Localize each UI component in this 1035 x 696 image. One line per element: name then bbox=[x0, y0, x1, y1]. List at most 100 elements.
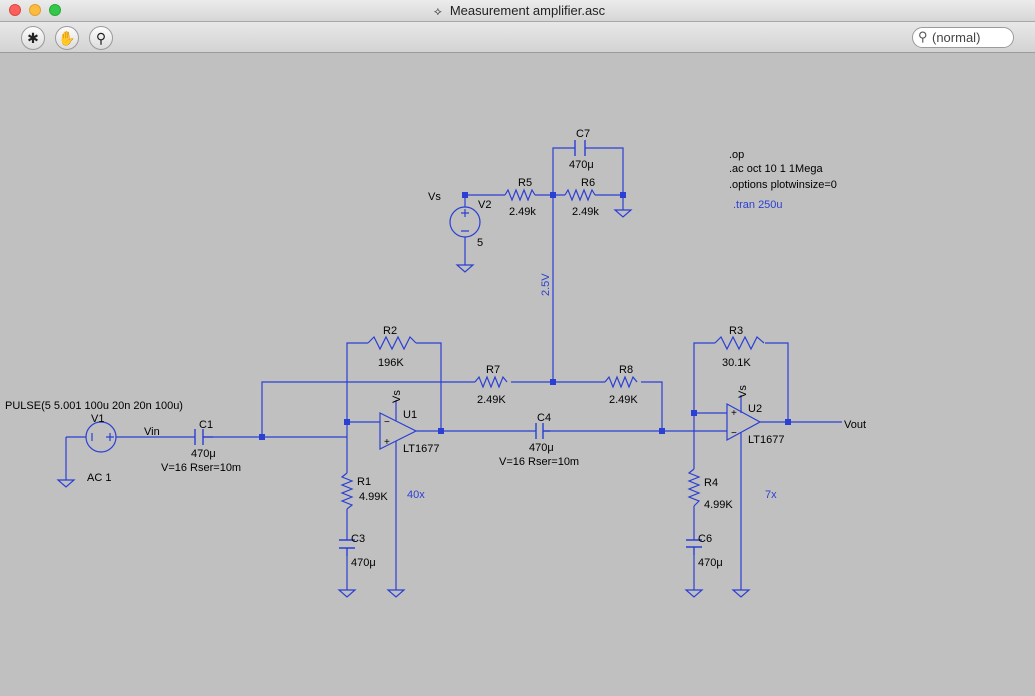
v1-value: AC 1 bbox=[87, 472, 111, 484]
v2-name: V2 bbox=[478, 199, 491, 211]
u1-part: LT1677 bbox=[403, 443, 440, 455]
u2-name: U2 bbox=[748, 403, 762, 415]
v1-source-spec: PULSE(5 5.001 100u 20n 20n 100u) bbox=[5, 400, 183, 412]
r4-name: R4 bbox=[704, 477, 718, 489]
r3-value: 30.1K bbox=[722, 357, 751, 369]
r3-symbol bbox=[714, 335, 765, 351]
r5-value: 2.49k bbox=[509, 206, 536, 218]
minimize-window-button[interactable] bbox=[29, 4, 41, 16]
directive-op: .op bbox=[729, 149, 744, 161]
junction bbox=[550, 192, 556, 198]
c3-symbol bbox=[339, 539, 355, 556]
c6-value: 470μ bbox=[698, 557, 723, 569]
capacitor-symbols bbox=[194, 140, 702, 556]
junction bbox=[620, 192, 626, 198]
title-bar: ⟡Measurement amplifier.asc bbox=[0, 0, 1035, 22]
r1-name: R1 bbox=[357, 476, 371, 488]
search-placeholder: (normal) bbox=[932, 30, 981, 45]
search-field[interactable]: ⚲ (normal) bbox=[912, 27, 1014, 48]
v2-symbol bbox=[449, 206, 481, 238]
running-man-icon: ✱ bbox=[27, 30, 39, 46]
net-vin-label: Vin bbox=[144, 426, 160, 438]
schematic-canvas[interactable]: − + + − .op .ac oct 10 1 1Mega .options … bbox=[0, 53, 1035, 691]
r2-name: R2 bbox=[383, 325, 397, 337]
window-title: Measurement amplifier.asc bbox=[449, 3, 606, 18]
r7-value: 2.49K bbox=[477, 394, 506, 406]
junction bbox=[344, 419, 350, 425]
junction bbox=[785, 419, 791, 425]
probe-icon: ⚲ bbox=[95, 30, 107, 46]
toolbar: ✱ ✋ ⚲ ⚲ (normal) bbox=[0, 22, 1035, 53]
c6-name: C6 bbox=[698, 533, 712, 545]
window-title-area: ⟡Measurement amplifier.asc bbox=[0, 3, 1035, 19]
junction bbox=[462, 192, 468, 198]
r6-value: 2.49k bbox=[572, 206, 599, 218]
wires bbox=[65, 147, 842, 590]
ground-icon bbox=[386, 589, 406, 598]
ground-symbols bbox=[56, 209, 751, 598]
c3-value: 470μ bbox=[351, 557, 376, 569]
ground-icon bbox=[337, 589, 357, 598]
stage1-gain-label: 40x bbox=[407, 489, 425, 501]
c4-value: 470μ bbox=[529, 442, 554, 454]
v2-value: 5 bbox=[477, 237, 483, 249]
r1-symbol bbox=[340, 472, 354, 510]
schematic-drawing: − + + − .op .ac oct 10 1 1Mega .options … bbox=[5, 128, 866, 598]
u1-name: U1 bbox=[403, 409, 417, 421]
junction bbox=[691, 410, 697, 416]
v1-name: V1 bbox=[91, 413, 104, 425]
r5-symbol bbox=[504, 188, 536, 202]
net-vs-label: Vs bbox=[428, 191, 441, 203]
ground-icon bbox=[684, 589, 704, 598]
hand-icon: ✋ bbox=[58, 30, 76, 46]
r1-value: 4.99K bbox=[359, 491, 388, 503]
r6-symbol bbox=[564, 188, 596, 202]
r6-name: R6 bbox=[581, 177, 595, 189]
probe-button[interactable]: ⚲ bbox=[89, 26, 113, 50]
junction bbox=[259, 434, 265, 440]
u2-supply: Vs bbox=[737, 385, 749, 398]
close-window-button[interactable] bbox=[9, 4, 21, 16]
r2-value: 196K bbox=[378, 357, 404, 369]
junction-dots bbox=[259, 192, 791, 440]
pan-button[interactable]: ✋ bbox=[55, 26, 79, 50]
junction bbox=[438, 428, 444, 434]
c4-name: C4 bbox=[537, 412, 551, 424]
c7-value: 470μ bbox=[569, 159, 594, 171]
c1-name: C1 bbox=[199, 419, 213, 431]
c1-value: 470μ bbox=[191, 448, 216, 460]
r8-name: R8 bbox=[619, 364, 633, 376]
r4-value: 4.99K bbox=[704, 499, 733, 511]
r8-symbol bbox=[604, 375, 638, 389]
c1-symbol bbox=[194, 429, 213, 445]
run-button[interactable]: ✱ bbox=[21, 26, 45, 50]
net-mid-label: 2.5V bbox=[540, 273, 552, 296]
r4-symbol bbox=[687, 468, 701, 507]
component-labels: .op .ac oct 10 1 1Mega .options plotwins… bbox=[5, 128, 866, 569]
r7-name: R7 bbox=[486, 364, 500, 376]
zoom-window-button[interactable] bbox=[49, 4, 61, 16]
resistor-symbols bbox=[340, 188, 765, 510]
directive-ac: .ac oct 10 1 1Mega bbox=[729, 163, 823, 175]
u2-plus-mark: + bbox=[731, 408, 737, 419]
u2-minus-mark: − bbox=[731, 428, 737, 439]
directive-tran: .tran 250u bbox=[733, 199, 783, 211]
c4-symbol bbox=[535, 423, 550, 439]
u1-minus-mark: − bbox=[384, 417, 390, 428]
directive-options: .options plotwinsize=0 bbox=[729, 179, 837, 191]
ground-icon bbox=[56, 479, 76, 488]
c6-symbol bbox=[686, 539, 702, 555]
u2-part: LT1677 bbox=[748, 434, 785, 446]
u1-plus-mark: + bbox=[384, 437, 390, 448]
c7-symbol bbox=[574, 140, 586, 156]
ground-icon bbox=[731, 589, 751, 598]
junction bbox=[659, 428, 665, 434]
r2-symbol bbox=[367, 335, 417, 351]
r3-name: R3 bbox=[729, 325, 743, 337]
source-symbols bbox=[66, 206, 481, 453]
net-vout-label: Vout bbox=[844, 419, 866, 431]
c3-name: C3 bbox=[351, 533, 365, 545]
r8-value: 2.49K bbox=[609, 394, 638, 406]
junction bbox=[550, 379, 556, 385]
stage2-gain-label: 7x bbox=[765, 489, 777, 501]
